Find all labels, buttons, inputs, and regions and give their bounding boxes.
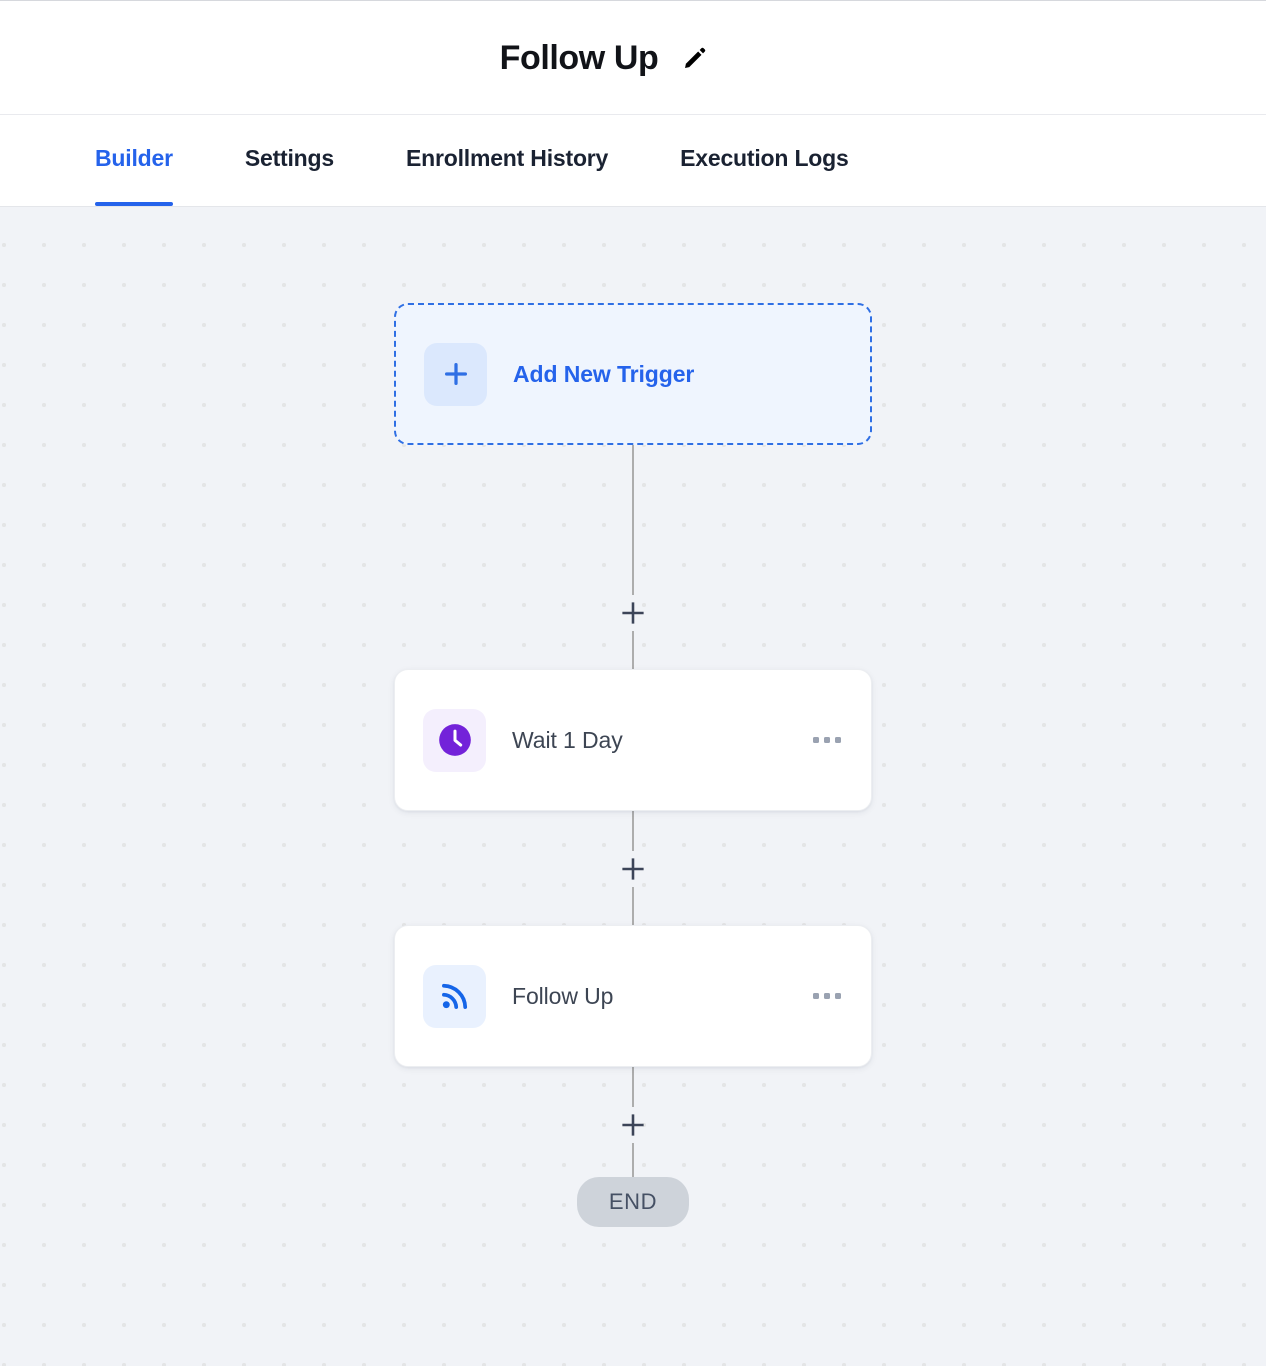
clock-icon [423, 708, 486, 772]
plus-icon [622, 1114, 644, 1136]
ellipsis-dot [813, 737, 819, 743]
connector-line [632, 631, 634, 669]
connector-line [632, 811, 634, 851]
tab-settings[interactable]: Settings [245, 115, 334, 206]
tab-execution-logs[interactable]: Execution Logs [680, 115, 849, 206]
add-new-trigger-label: Add New Trigger [513, 360, 695, 387]
workflow-flow: Add New Trigger Wait 1 Day [0, 207, 1266, 1227]
connector-line [632, 1067, 634, 1107]
page-title: Follow Up [499, 38, 659, 77]
page-header: Follow Up [0, 1, 1266, 115]
add-step-button-3[interactable] [615, 1107, 651, 1143]
ellipsis-icon[interactable] [807, 979, 847, 1013]
node-wait-1-day[interactable]: Wait 1 Day [394, 669, 872, 811]
clock-icon-svg [438, 724, 471, 756]
add-new-trigger-card[interactable]: Add New Trigger [394, 303, 872, 445]
pencil-icon[interactable] [680, 43, 710, 73]
plus-icon [622, 602, 644, 624]
ellipsis-dot [835, 993, 841, 999]
add-step-button-1[interactable] [615, 595, 651, 631]
workflow-canvas[interactable]: Add New Trigger Wait 1 Day [0, 207, 1266, 1366]
add-step-button-2[interactable] [615, 851, 651, 887]
node-label: Follow Up [512, 982, 614, 1009]
tab-builder[interactable]: Builder [95, 115, 173, 206]
tab-enrollment-history[interactable]: Enrollment History [406, 115, 608, 206]
connector-line [632, 1143, 634, 1177]
rss-icon [423, 964, 486, 1028]
ellipsis-dot [835, 737, 841, 743]
connector-line [632, 887, 634, 925]
end-badge: END [576, 1177, 690, 1227]
ellipsis-dot [813, 993, 819, 999]
rss-icon-svg [441, 983, 467, 1009]
ellipsis-dot [824, 993, 830, 999]
plus-icon-svg [444, 363, 467, 385]
tab-bar: Builder Settings Enrollment History Exec… [0, 115, 1266, 207]
plus-icon [424, 342, 487, 406]
node-follow-up[interactable]: Follow Up [394, 925, 872, 1067]
header-title-group: Follow Up [500, 41, 711, 75]
ellipsis-icon[interactable] [807, 723, 847, 757]
plus-icon [622, 858, 644, 880]
ellipsis-dot [824, 737, 830, 743]
node-label: Wait 1 Day [512, 726, 623, 753]
connector-line [632, 445, 634, 595]
pencil-icon-svg [685, 47, 706, 68]
